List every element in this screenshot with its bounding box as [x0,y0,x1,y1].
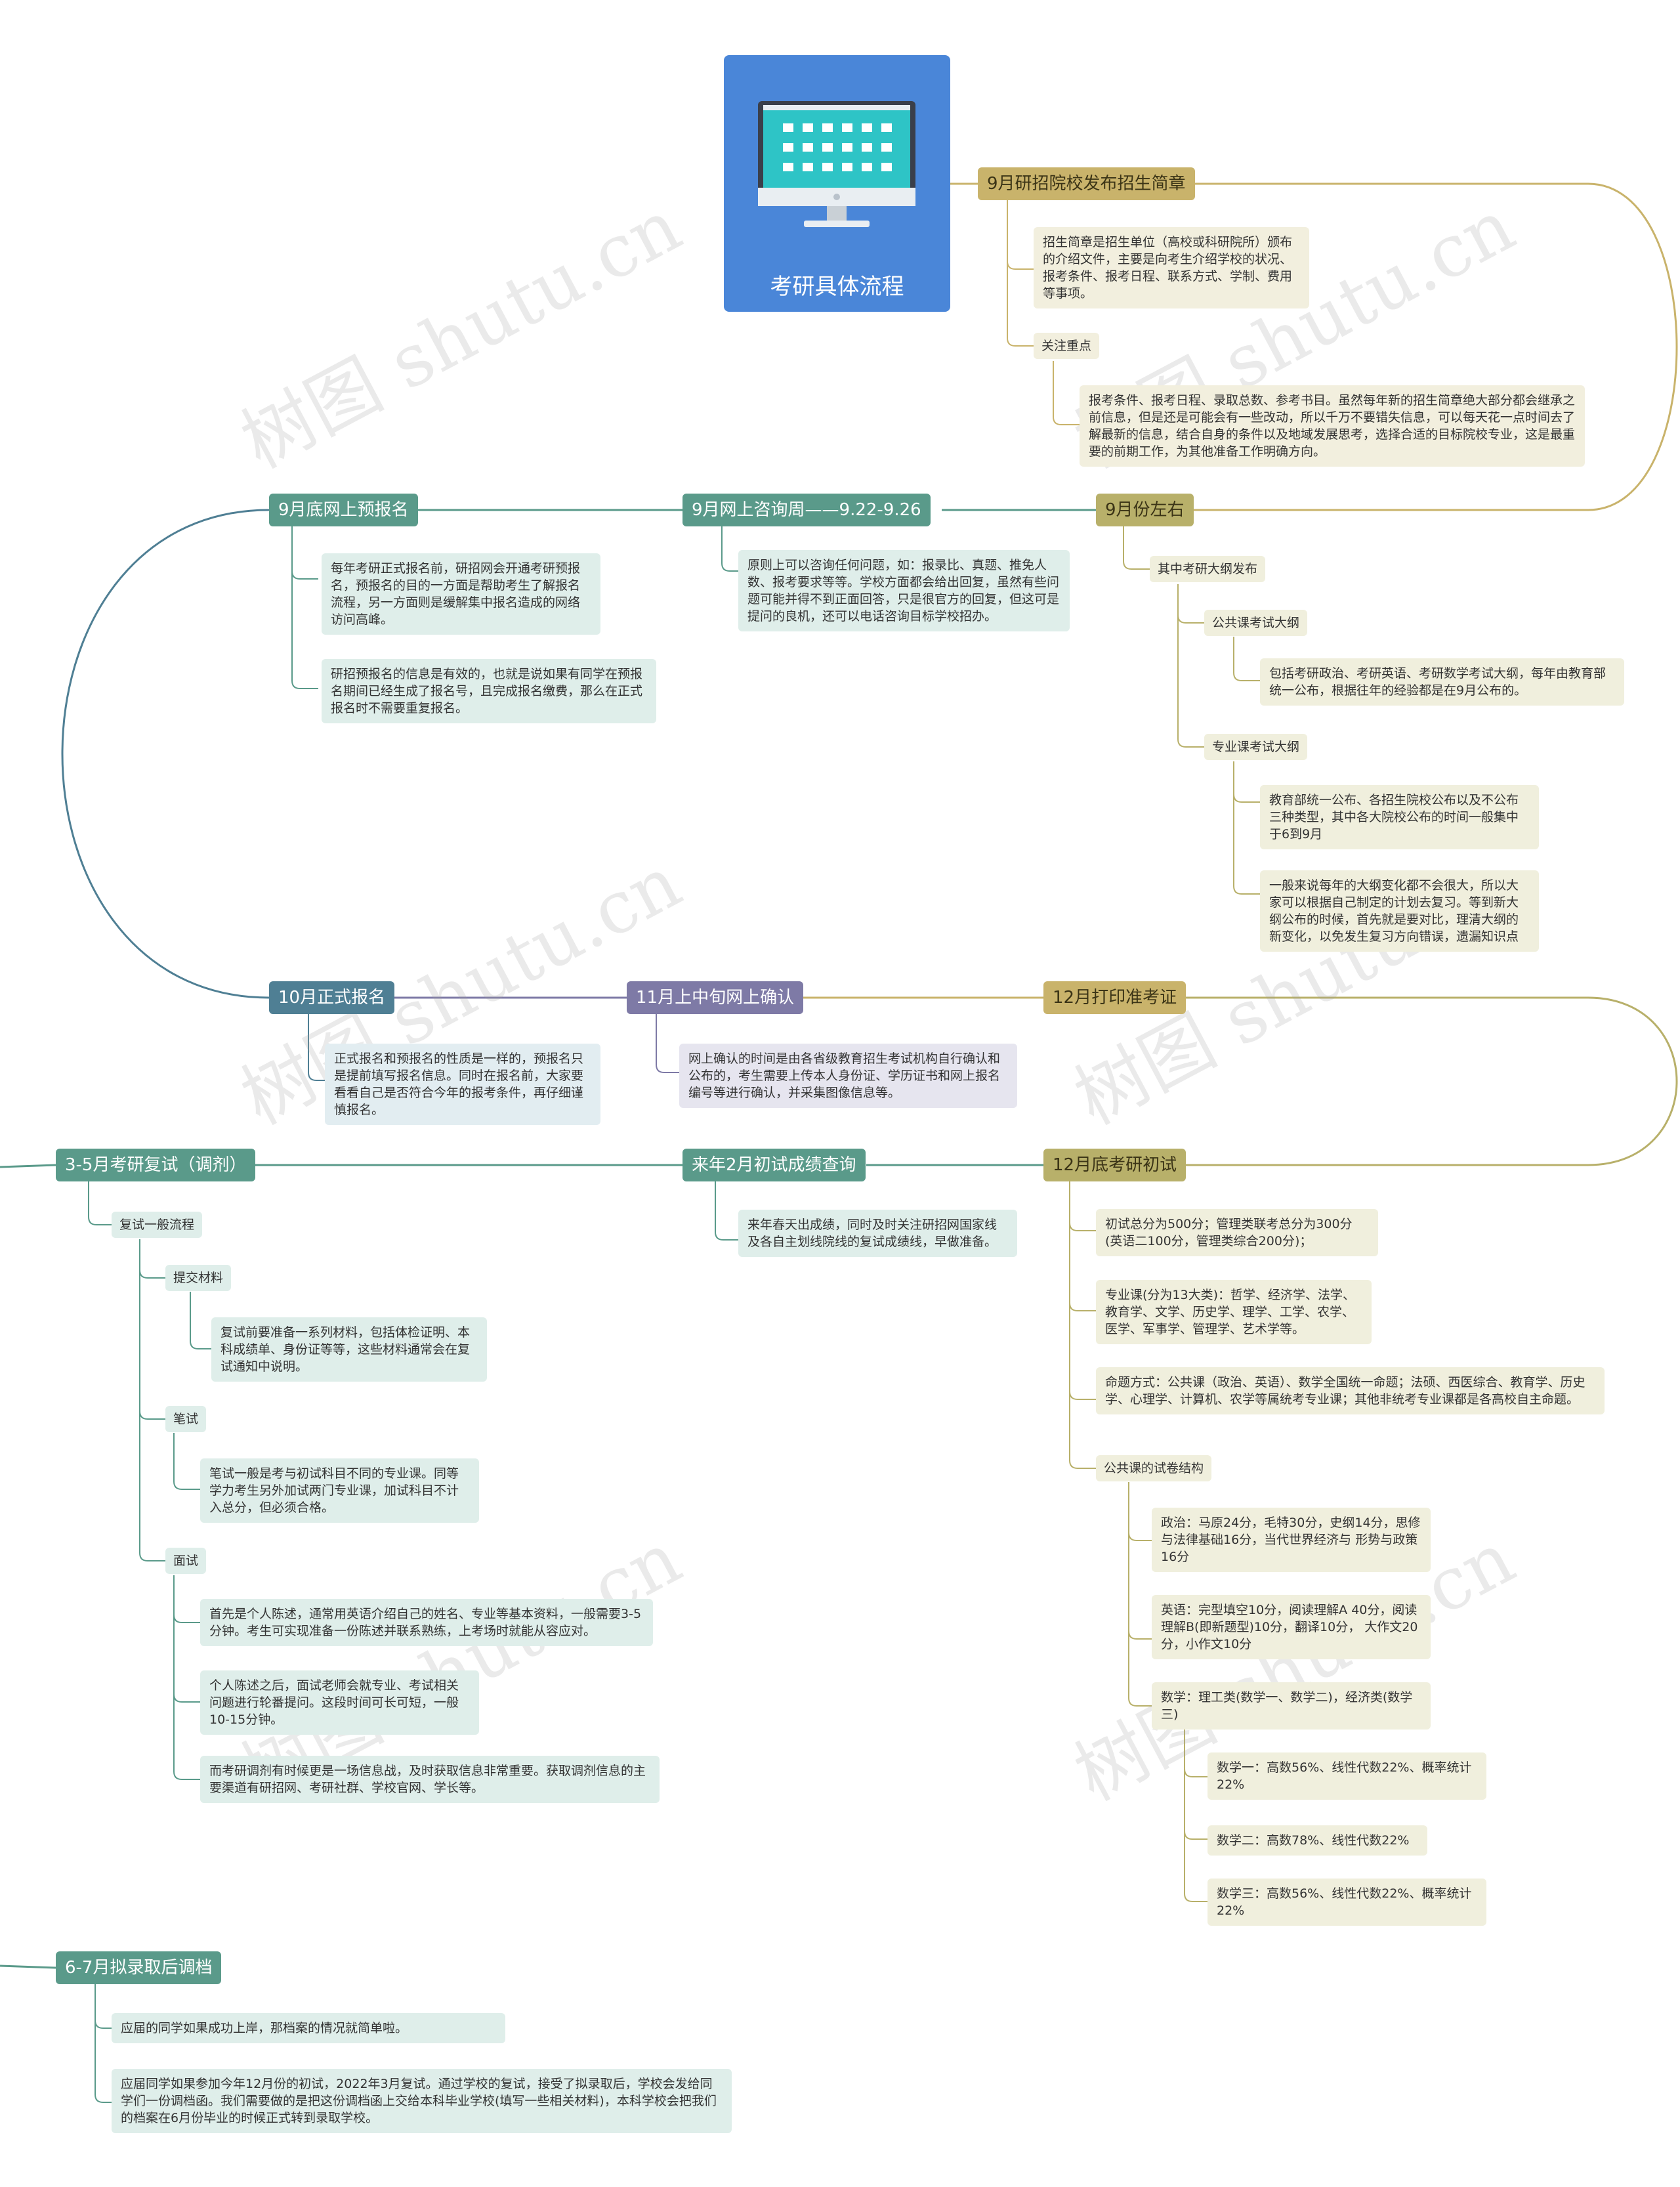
brochure-desc[interactable]: 招生简章是招生单位（高校或科研院所）颁布的介绍文件，主要是向考生介绍学校的状况、… [1034,227,1309,308]
written-text[interactable]: 笔试一般是考与初试科目不同的专业课。同等学力考生另外加试两门专业课，加试科目不计… [200,1458,479,1523]
topic-oct-reg[interactable]: 10月正式报名 [269,981,395,1014]
interview-text-1[interactable]: 首先是个人陈述，通常用英语介绍自己的姓名、专业等基本资料，一般需要3-5分钟。考… [200,1599,653,1646]
exam-math-2[interactable]: 数学二：高数78%、线性代数22% [1208,1825,1427,1856]
major-syllabus-text-1[interactable]: 教育部统一公布、各招生院校公布以及不公布三种类型，其中各大院校公布的时间一般集中… [1260,785,1539,849]
root-node[interactable]: 考研具体流程 [724,55,950,312]
exam-score[interactable]: 初试总分为500分；管理类联考总分为300分(英语二100分，管理类综合200分… [1096,1209,1378,1256]
prereg-text-2[interactable]: 研招预报名的信息是有效的，也就是说如果有同学在预报名期间已经生成了报名号，且完成… [322,659,656,723]
interview-text-3[interactable]: 而考研调剂有时候更是一场信息战，及时获取信息非常重要。获取调剂信息的主要渠道有研… [200,1756,660,1803]
topic-mar-retest[interactable]: 3-5月考研复试（调剂） [56,1149,256,1181]
oct-reg-text[interactable]: 正式报名和预报名的性质是一样的，预报名只是提前填写报名信息。同时在报名前，大家要… [325,1044,600,1125]
consult-text[interactable]: 原则上可以咨询任何问题，如：报录比、真题、推免人数、报考要求等等。学校方面都会给… [738,550,1070,631]
topic-sep-consult[interactable]: 9月网上咨询周——9.22-9.26 [682,494,931,526]
monitor-icon [758,101,915,227]
syllabus-release[interactable]: 其中考研大纲发布 [1150,556,1266,582]
topic-sep-around[interactable]: 9月份左右 [1096,494,1194,526]
topic-sep-brochure[interactable]: 9月研招院校发布招生简章 [978,167,1195,200]
topic-sep-prereg[interactable]: 9月底网上预报名 [269,494,418,526]
focus-label[interactable]: 关注重点 [1034,333,1100,359]
exam-math-1[interactable]: 数学一：高数56%、线性代数22%、概率统计22% [1208,1752,1486,1800]
archive-text-1[interactable]: 应届的同学如果成功上岸，那档案的情况就简单啦。 [112,2013,505,2043]
written-label[interactable]: 笔试 [165,1406,207,1432]
major-syllabus-text-2[interactable]: 一般来说每年的大纲变化都不会很大，所以大家可以根据自己制定的计划去复习。等到新大… [1260,870,1539,952]
interview-text-2[interactable]: 个人陈述之后，面试老师会就专业、考试相关问题进行轮番提问。这段时间可长可短，一般… [200,1670,479,1735]
archive-text-2[interactable]: 应届同学如果参加今年12月份的初试，2022年3月复试。通过学校的复试，接受了拟… [112,2069,732,2133]
exam-method[interactable]: 命题方式：公共课（政治、英语）、数学全国统一命题；法硕、西医综合、教育学、历史学… [1096,1367,1605,1414]
public-syllabus-text[interactable]: 包括考研政治、考研英语、考研数学考试大纲，每年由教育部统一公布，根据往年的经验都… [1260,658,1624,706]
exam-math-3[interactable]: 数学三：高数56%、线性代数22%、概率统计22% [1208,1879,1486,1926]
topic-dec-print[interactable]: 12月打印准考证 [1043,981,1186,1014]
public-syllabus-label[interactable]: 公共课考试大纲 [1204,610,1308,636]
exam-english[interactable]: 英语：完型填空10分，阅读理解A 40分，阅读理解B(即新题型)10分，翻译10… [1152,1595,1431,1659]
focus-text[interactable]: 报考条件、报考日程、录取总数、参考书目。虽然每年新的招生简章绝大部分都会继承之前… [1080,385,1585,467]
topic-nov-confirm[interactable]: 11月上中旬网上确认 [627,981,804,1014]
submit-text[interactable]: 复试前要准备一系列材料，包括体检证明、本科成绩单、身份证等等，这些材料通常会在复… [211,1317,487,1382]
exam-math[interactable]: 数学：理工类(数学一、数学二)，经济类(数学三) [1152,1682,1431,1730]
retest-flow-label[interactable]: 复试一般流程 [112,1212,203,1238]
submit-label[interactable]: 提交材料 [165,1265,232,1291]
topic-feb-score[interactable]: 来年2月初试成绩查询 [682,1149,866,1181]
interview-label[interactable]: 面试 [165,1548,207,1574]
topic-jun-archive[interactable]: 6-7月拟录取后调档 [56,1951,222,1984]
root-title: 考研具体流程 [770,274,904,300]
major-syllabus-label[interactable]: 专业课考试大纲 [1204,734,1308,760]
prereg-text-1[interactable]: 每年考研正式报名前，研招网会开通考研预报名，预报名的目的一方面是帮助考生了解报名… [322,553,600,635]
feb-score-text[interactable]: 来年春天出成绩，同时及时关注研招网国家线及各自主划线院线的复试成绩线，早做准备。 [738,1210,1017,1257]
nov-confirm-text[interactable]: 网上确认的时间是由各省级教育招生考试机构自行确认和公布的，考生需要上传本人身份证… [679,1044,1017,1108]
public-structure-label[interactable]: 公共课的试卷结构 [1096,1455,1212,1481]
exam-politics[interactable]: 政治：马原24分，毛特30分，史纲14分，思修与法律基础16分，当代世界经济与 … [1152,1508,1431,1572]
exam-subjects[interactable]: 专业课(分为13大类)：哲学、经济学、法学、教育学、文学、历史学、理学、工学、农… [1096,1280,1372,1344]
topic-dec-exam[interactable]: 12月底考研初试 [1043,1149,1186,1181]
